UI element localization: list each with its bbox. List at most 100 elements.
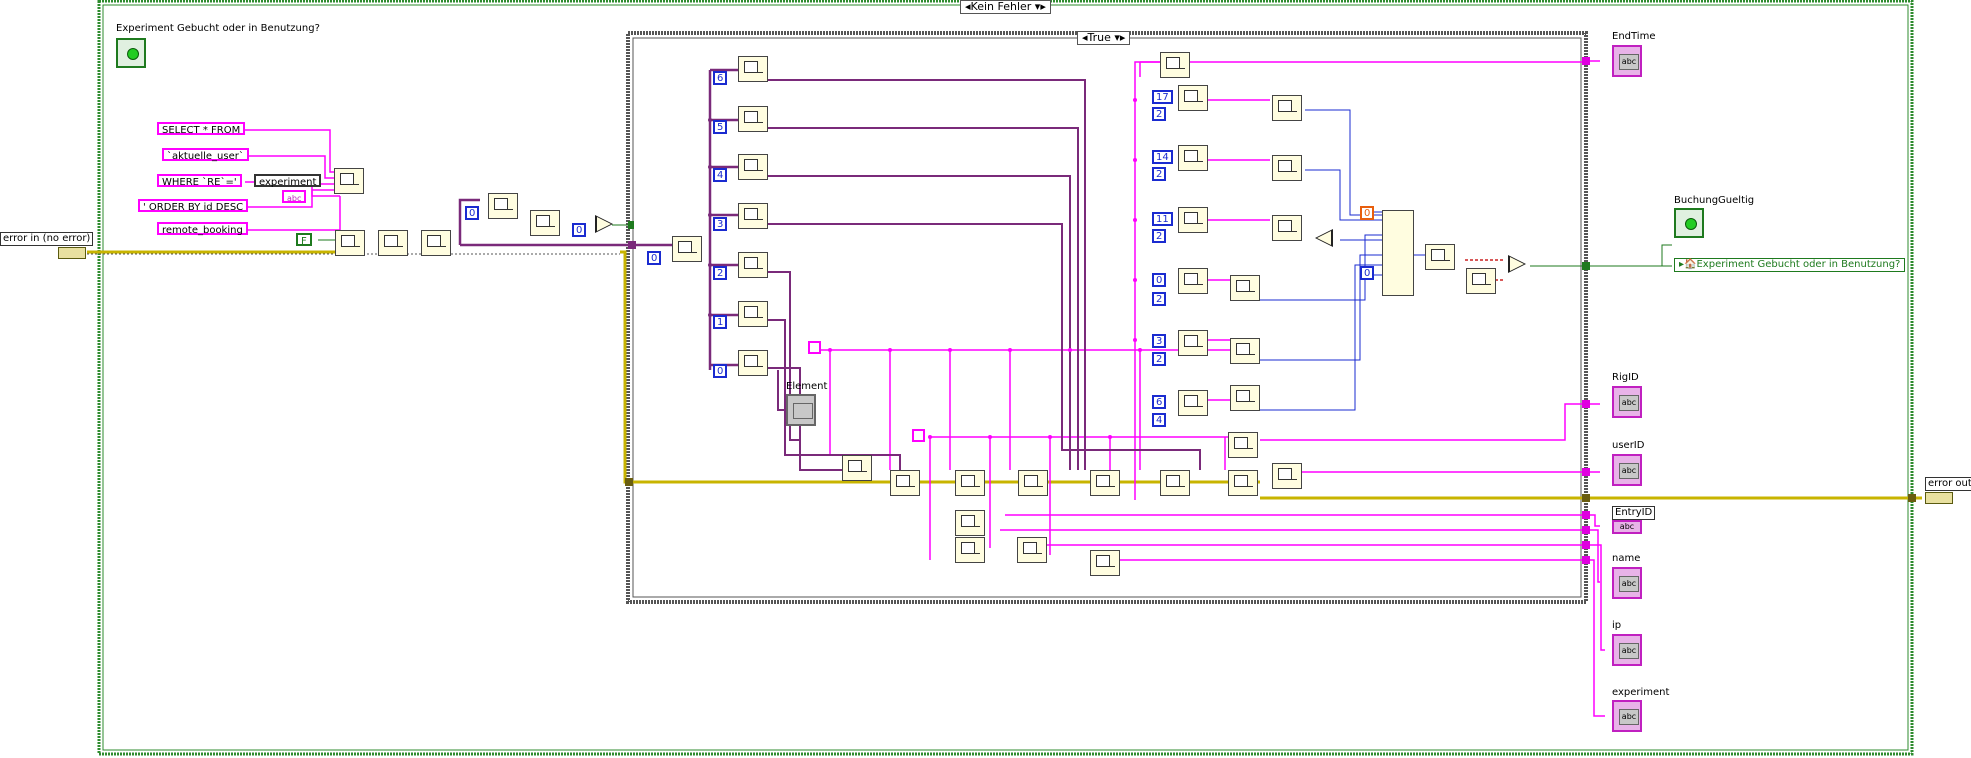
sql-order-const[interactable]: ' ORDER BY id DESC — [138, 199, 249, 213]
string-subset-date-4[interactable] — [1178, 268, 1208, 294]
index-node-5[interactable] — [738, 106, 768, 132]
bundle-by-name-node[interactable] — [1382, 210, 1414, 296]
entryid-indicator[interactable]: abc — [1612, 520, 1642, 534]
concatenate-strings-node[interactable] — [334, 168, 364, 194]
local-variable-experiment-status[interactable]: ▸🏠Experiment Gebucht oder in Benutzung? — [1674, 258, 1906, 272]
error-in-terminal[interactable] — [58, 247, 86, 259]
array-index-3[interactable]: 3 — [713, 217, 728, 231]
concat-node[interactable] — [1272, 463, 1302, 489]
string-subset-node-2[interactable] — [955, 537, 985, 563]
string-subset-node-5[interactable] — [1228, 432, 1258, 458]
compare-greater-node[interactable] — [1508, 255, 1526, 273]
array-index-5[interactable]: 5 — [713, 120, 728, 134]
db-execute-query-node[interactable] — [378, 230, 408, 256]
string-wires — [245, 60, 1605, 717]
string-subset-date-5[interactable] — [1178, 330, 1208, 356]
date-time-to-seconds-node[interactable] — [1425, 244, 1455, 270]
index-node-1[interactable] — [738, 301, 768, 327]
error-out-terminal[interactable] — [1925, 492, 1953, 504]
element-wires — [768, 79, 1201, 471]
date-length-const-5[interactable]: 2 — [1152, 352, 1167, 366]
experiment-string-const[interactable]: experiment — [254, 174, 322, 188]
index-node-6[interactable] — [738, 56, 768, 82]
outer-case-selector[interactable]: ◂Kein Fehler ▾▸ — [960, 0, 1051, 14]
orange-const[interactable]: 0 — [1360, 206, 1375, 220]
index-const-0[interactable]: 0 — [465, 206, 480, 220]
ip-indicator[interactable]: abc — [1612, 634, 1642, 666]
sql-table-const[interactable]: `aktuelle_user` — [162, 148, 249, 162]
date-length-const-4[interactable]: 2 — [1152, 292, 1167, 306]
endtime-indicator[interactable]: abc — [1612, 45, 1642, 77]
string-subset-date-2[interactable] — [1178, 145, 1208, 171]
false-bool-const[interactable]: F — [296, 233, 312, 247]
variant-to-data-node-3[interactable] — [955, 470, 985, 496]
array-index-1[interactable]: 1 — [713, 315, 728, 329]
decimal-to-number-4[interactable] — [1230, 275, 1260, 301]
empty-string-const-1[interactable] — [808, 341, 821, 354]
variant-to-data-node-2[interactable] — [890, 470, 920, 496]
date-offset-const-4[interactable]: 0 — [1152, 273, 1167, 287]
decimal-to-number-2[interactable] — [1272, 155, 1302, 181]
array-index-0[interactable]: 0 — [713, 364, 728, 378]
array-index-4[interactable]: 4 — [713, 168, 728, 182]
experiment-status-terminal[interactable] — [116, 38, 146, 68]
db-fetch-recordset-node[interactable] — [421, 230, 451, 256]
blue-const[interactable]: 0 — [1360, 266, 1375, 280]
buchung-label: BuchungGueltig — [1674, 195, 1755, 206]
rigid-indicator[interactable]: abc — [1612, 386, 1642, 418]
name-indicator[interactable]: abc — [1612, 567, 1642, 599]
variant-to-data-node-4[interactable] — [1018, 470, 1048, 496]
decrement-node[interactable] — [1315, 229, 1333, 247]
variant-to-data-node-1[interactable] — [842, 455, 872, 481]
inner-index-const[interactable]: 0 — [647, 251, 662, 265]
buchung-indicator[interactable] — [1674, 208, 1704, 238]
string-subset-date-3[interactable] — [1178, 207, 1208, 233]
variant-to-data-node-5[interactable] — [1090, 470, 1120, 496]
date-offset-const-2[interactable]: 14 — [1152, 150, 1173, 164]
index-node-4[interactable] — [738, 154, 768, 180]
get-date-time-node[interactable] — [1466, 268, 1496, 294]
index-array-node[interactable] — [488, 193, 518, 219]
decimal-to-number-6[interactable] — [1230, 385, 1260, 411]
array-index-2[interactable]: 2 — [713, 266, 728, 280]
empty-string-const-2[interactable] — [912, 429, 925, 442]
decimal-to-number-5[interactable] — [1230, 338, 1260, 364]
db-open-connection-node[interactable] — [335, 230, 365, 256]
outer-case-label: Kein Fehler — [970, 0, 1032, 13]
decimal-to-number-1[interactable] — [1272, 95, 1302, 121]
date-offset-const-6[interactable]: 6 — [1152, 395, 1167, 409]
element-terminal[interactable] — [786, 394, 816, 426]
date-length-const-1[interactable]: 2 — [1152, 107, 1167, 121]
endtime-subset-node[interactable] — [1160, 52, 1190, 78]
index-node-0[interactable] — [738, 350, 768, 376]
string-subset-node-1[interactable] — [955, 510, 985, 536]
string-subset-node-3[interactable] — [1017, 537, 1047, 563]
inner-index-array-node[interactable] — [672, 236, 702, 262]
decimal-to-number-3[interactable] — [1272, 215, 1302, 241]
array-size-node[interactable] — [530, 210, 560, 236]
string-subset-node-4[interactable] — [1090, 550, 1120, 576]
inner-case-selector[interactable]: ◂True ▾▸ — [1077, 31, 1131, 45]
sql-remote-booking-const[interactable]: remote_booking — [157, 222, 248, 236]
date-length-const-6[interactable]: 4 — [1152, 413, 1167, 427]
variant-to-data-node-7[interactable] — [1228, 470, 1258, 496]
variant-to-data-node-6[interactable] — [1160, 470, 1190, 496]
date-length-const-2[interactable]: 2 — [1152, 167, 1167, 181]
greater-than-node[interactable] — [595, 215, 613, 233]
date-length-const-3[interactable]: 2 — [1152, 229, 1167, 243]
experiment-indicator[interactable]: abc — [1612, 700, 1642, 732]
index-const-1[interactable]: 0 — [572, 223, 587, 237]
array-index-6[interactable]: 6 — [713, 71, 728, 85]
string-subset-date-6[interactable] — [1178, 390, 1208, 416]
index-node-3[interactable] — [738, 203, 768, 229]
sql-where-const[interactable]: WHERE `RE`=' — [157, 174, 242, 188]
date-offset-const-1[interactable]: 17 — [1152, 90, 1173, 104]
userid-indicator[interactable]: abc — [1612, 454, 1642, 486]
string-subset-date-1[interactable] — [1178, 85, 1208, 111]
index-node-2[interactable] — [738, 252, 768, 278]
date-offset-const-5[interactable]: 3 — [1152, 334, 1167, 348]
abc-string-const[interactable]: abc — [282, 190, 307, 203]
sql-select-const[interactable]: SELECT * FROM — [157, 122, 246, 136]
date-offset-const-3[interactable]: 11 — [1152, 212, 1173, 226]
